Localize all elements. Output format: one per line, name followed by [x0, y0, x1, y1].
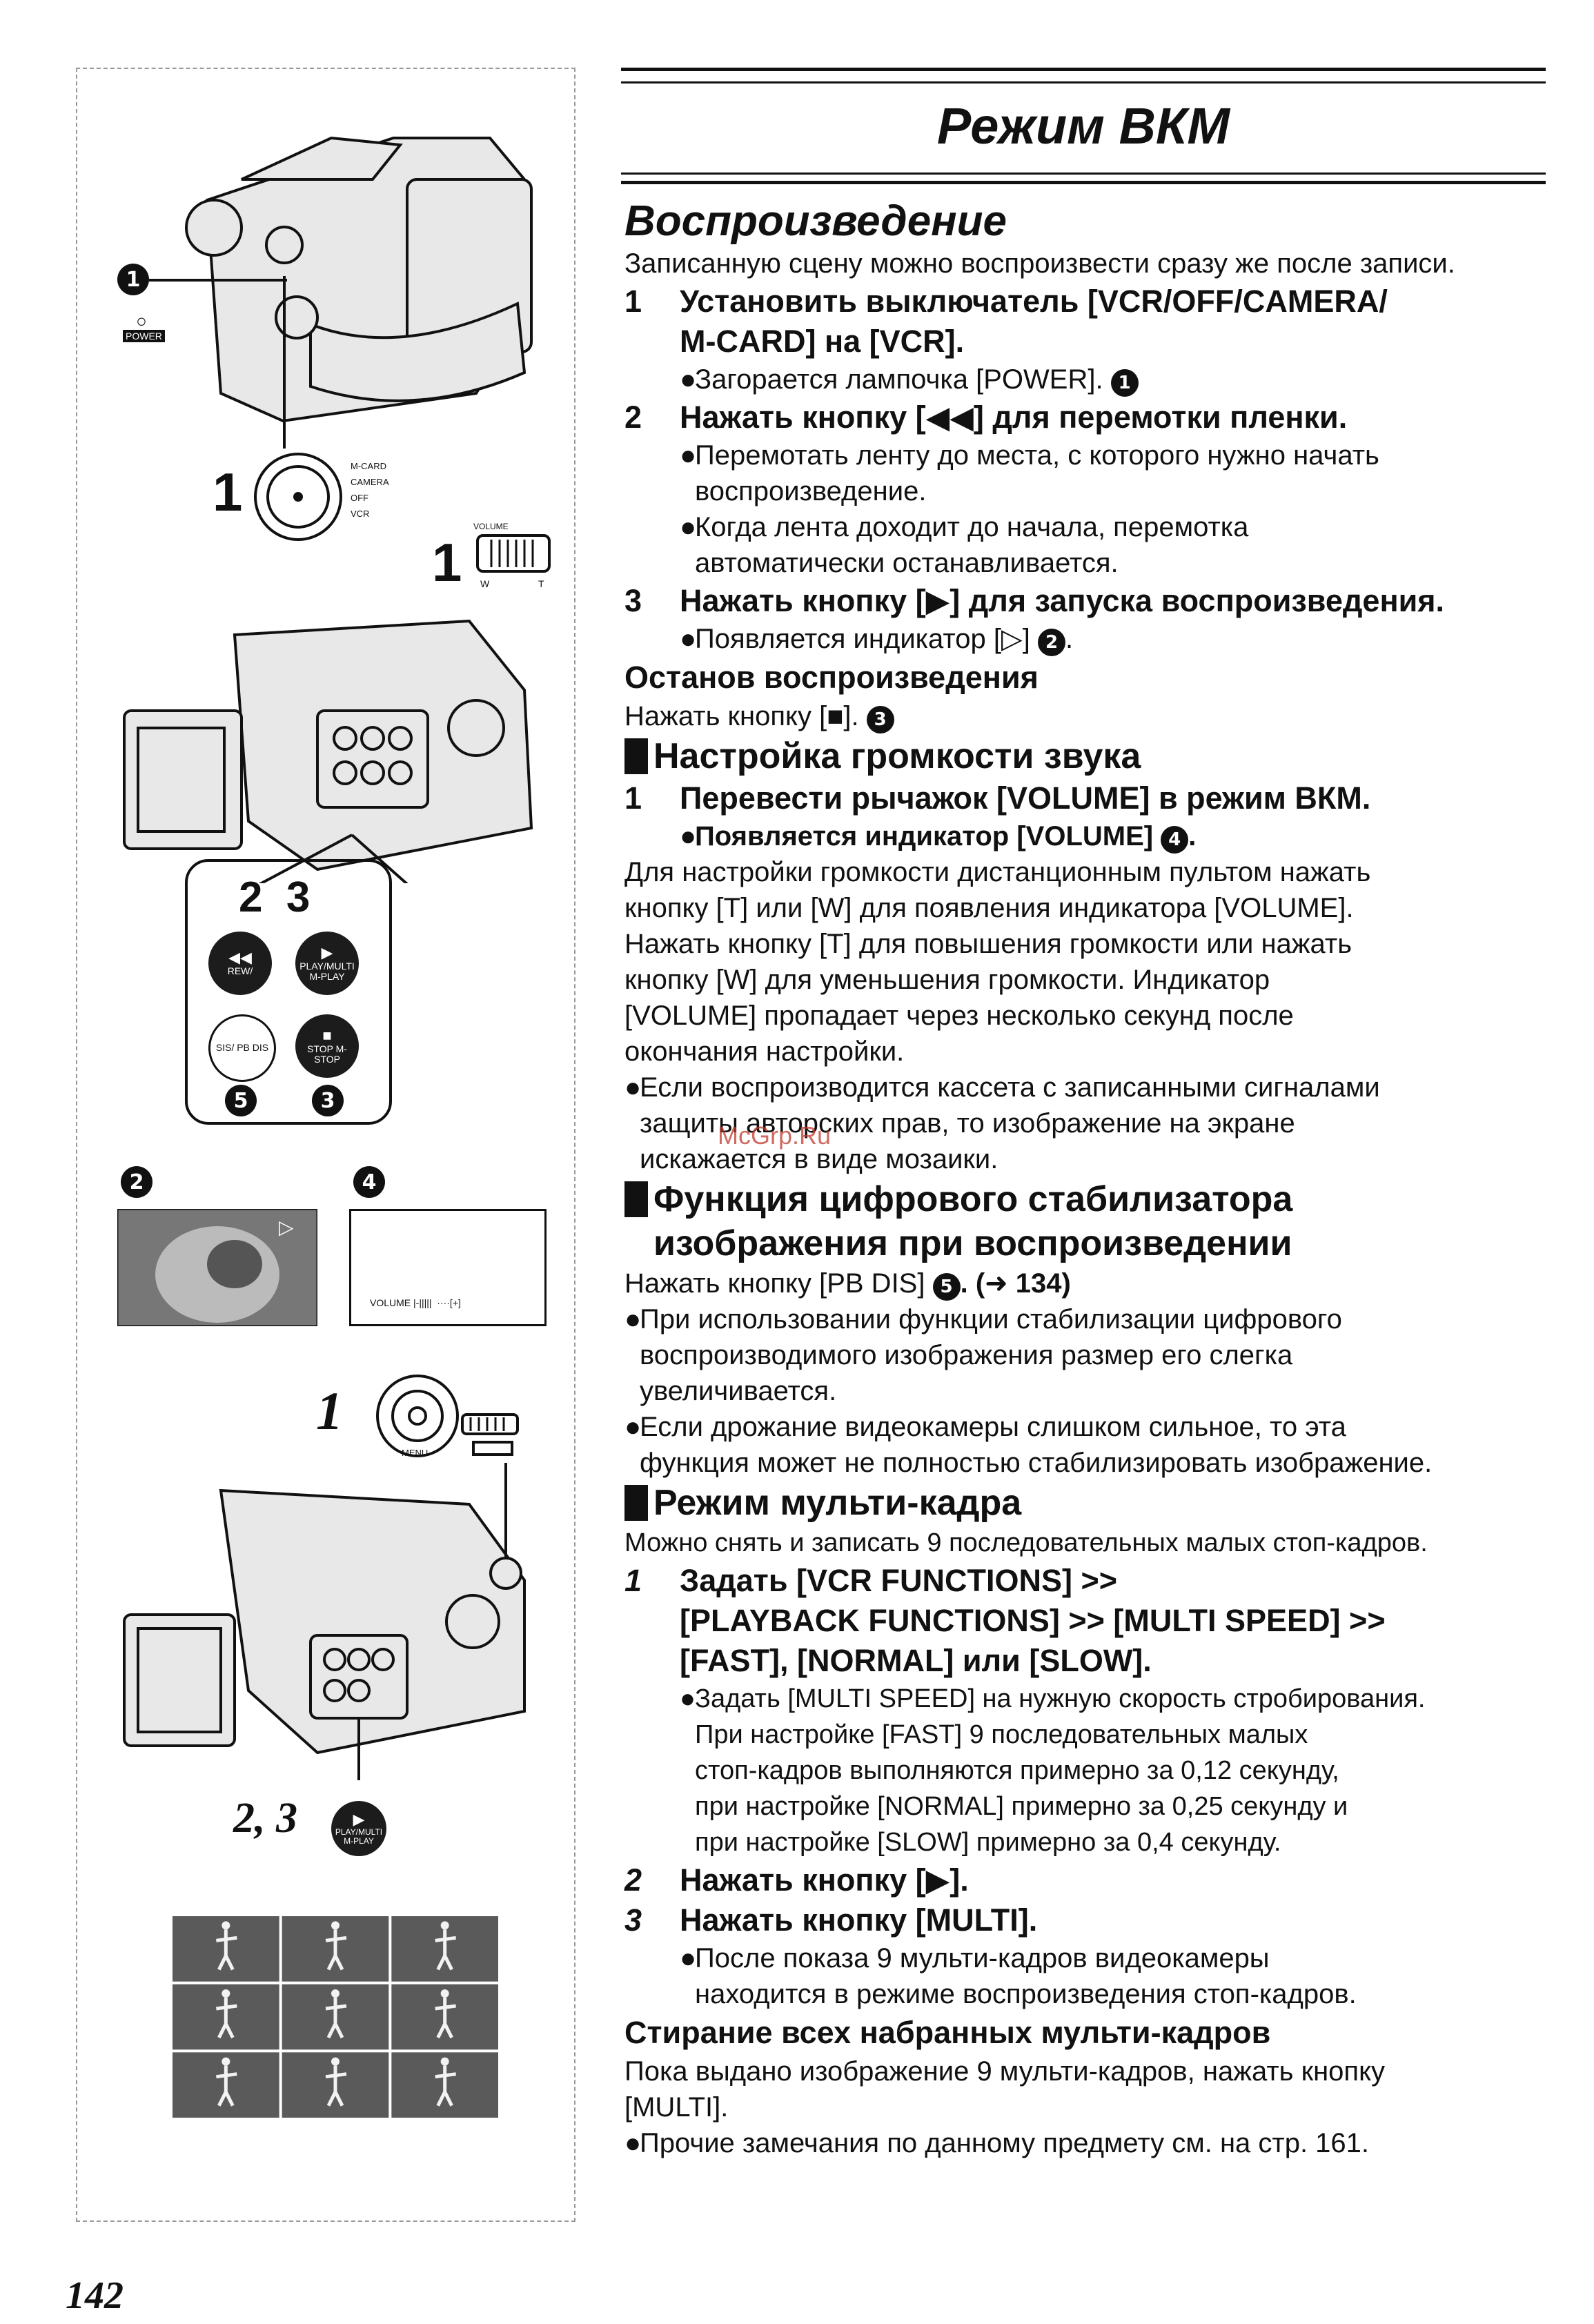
stabilizer-text: Нажать кнопку [PB DIS] 5. (➜ 134)	[624, 1266, 1542, 1301]
play-indicator-icon: ▷	[279, 1217, 294, 1238]
step-2-note: ●Перемотать ленту до места, с которого н…	[680, 440, 1379, 506]
switch-label: CAMERA	[351, 477, 389, 487]
multi-frame-cell	[173, 1916, 279, 1982]
switch-label: M-CARD	[351, 461, 386, 471]
callout-1: 1	[1110, 369, 1139, 397]
mode-switch-dial	[254, 453, 342, 541]
camcorder-top-illustration	[185, 136, 533, 449]
step-1-note: ●Загорается лампочка [POWER]. 1	[624, 362, 1542, 397]
volume-step-note: ●Появляется индикатор [VOLUME] 4.	[624, 818, 1542, 854]
playback-screen-thumbnail	[117, 1209, 317, 1326]
intro-text: Записанную сцену можно воспроизвести сра…	[624, 248, 1455, 279]
watermark: McGrp.Ru	[718, 1121, 832, 1150]
multi-step-1: 1 Задать [VCR FUNCTIONS] >>[PLAYBACK FUN…	[624, 1563, 1386, 1678]
step-1: 1 Установить выключатель [VCR/OFF/CAMERA…	[624, 284, 1388, 359]
page-title: Режим ВКМ	[936, 97, 1230, 155]
volume-lever-icon	[476, 534, 551, 573]
play-icon: ▶	[353, 1810, 365, 1828]
camcorder-lower-illustration	[123, 1463, 526, 1780]
title-rule-top	[621, 68, 1546, 71]
multi-step-3-note: ●После показа 9 мульти-кадров видеокамер…	[680, 1943, 1357, 2009]
callout-5: 5	[225, 1085, 257, 1116]
callout-3: 3	[866, 706, 894, 733]
multi-heading: Режим мульти-кадра	[624, 1481, 1542, 1525]
step-mark: 1	[432, 532, 462, 593]
multi-frame-cell	[282, 2052, 389, 2118]
erase-text: Пока выдано изображение 9 мульти-кадров,…	[624, 2056, 1386, 2123]
menu-dial	[376, 1375, 459, 1457]
illustration-panel	[76, 68, 575, 2222]
step-mark: 2, 3	[233, 1795, 297, 1842]
multi-frame-cell	[173, 2052, 279, 2118]
volume-note: ●Если воспроизводится кассета с записанн…	[624, 1072, 1380, 1174]
step-mark: 1	[316, 1381, 343, 1441]
volume-heading: Настройка громкости звука	[624, 734, 1542, 778]
stabilizer-note: ●При использовании функции стабилизации …	[624, 1304, 1342, 1406]
multi-play-button[interactable]: ▶PLAY/MULTI M-PLAY	[331, 1801, 386, 1856]
multi-step-1-note: ● Задать [MULTI SPEED] на нужную скорост…	[680, 1684, 1426, 1857]
multi-switch-icon	[461, 1413, 519, 1456]
rewind-button[interactable]: ◀◀REW/	[208, 932, 272, 995]
callout-2: 2	[1038, 629, 1066, 656]
page-number: 142	[66, 2274, 124, 2317]
callout-1-power-icon: 1	[117, 264, 149, 295]
multi-frame-cell	[391, 1916, 498, 1982]
switch-label: VCR	[351, 509, 370, 519]
play-button[interactable]: ▶PLAY/MULTI M-PLAY	[295, 932, 359, 995]
stop-icon: ■	[322, 1026, 332, 1044]
leader-line	[149, 279, 287, 282]
step-mark: 1	[213, 462, 243, 522]
power-lamp-icon: ○	[136, 311, 147, 331]
lever-end-t: T	[538, 578, 544, 589]
stop-text: Нажать кнопку [■]. 3	[624, 698, 1542, 734]
volume-indicator-display: VOLUME |-||||| ····[+]	[370, 1297, 461, 1308]
step-3-note: ●Появляется индикатор [▷] 2.	[624, 621, 1542, 657]
multi-frame-cell	[282, 1984, 389, 2050]
multi-frame-cell	[391, 1984, 498, 2050]
volume-screen-thumbnail	[349, 1209, 547, 1326]
final-note: ●Прочие замечания по данному предмету см…	[624, 2128, 1370, 2158]
play-icon: ▶	[321, 943, 333, 961]
stop-button[interactable]: ■STOP M-STOP	[295, 1014, 359, 1078]
camcorder-middle-illustration	[123, 619, 533, 883]
title-rule-bottom	[621, 181, 1546, 184]
multi-frame-cell	[173, 1984, 279, 2050]
multi-frame-screen	[173, 1916, 498, 2118]
stop-heading: Останов воспроизведения	[624, 660, 1039, 695]
step-2-note: ●Когда лента доходит до начала, перемотк…	[680, 512, 1249, 578]
pb-dis-button[interactable]: SIS/ PB DIS	[208, 1014, 276, 1082]
title-rule-top-thin	[621, 81, 1546, 83]
content-column: Воспроизведение Записанную сцену можно в…	[624, 197, 1542, 2161]
callout-2: 2	[121, 1166, 152, 1198]
volume-paragraph: Для настройки громкости дистанционным пу…	[624, 857, 1371, 1067]
remote-control	[185, 859, 392, 1125]
callout-5: 5	[932, 1273, 961, 1301]
volume-lever-label: VOLUME	[473, 522, 509, 531]
multi-frame-cell	[391, 2052, 498, 2118]
section-title: Воспроизведение	[624, 197, 1007, 245]
stabilizer-note: ●Если дрожание видеокамеры слишком сильн…	[624, 1412, 1433, 1478]
power-label: POWER	[123, 330, 165, 342]
callout-4: 4	[353, 1166, 385, 1198]
erase-heading: Стирание всех набранных мульти-кадров	[624, 2015, 1271, 2050]
menu-label: MENU	[402, 1448, 429, 1458]
callout-4: 4	[1161, 826, 1189, 854]
multi-frame-cell	[282, 1916, 389, 1982]
mode-switch-labels: M-CARD CAMERA OFF VCR	[351, 458, 389, 522]
lever-end-w: W	[480, 578, 490, 589]
switch-label: OFF	[351, 493, 368, 503]
multi-intro: Можно снять и записать 9 последовательны…	[624, 1528, 1428, 1557]
callout-3: 3	[312, 1085, 344, 1116]
page-reference: . (➜ 134)	[960, 1268, 1071, 1299]
step-mark: 2 3	[239, 874, 311, 921]
rewind-icon: ◀◀	[228, 949, 252, 967]
title-rule-bottom-thin	[621, 173, 1546, 175]
